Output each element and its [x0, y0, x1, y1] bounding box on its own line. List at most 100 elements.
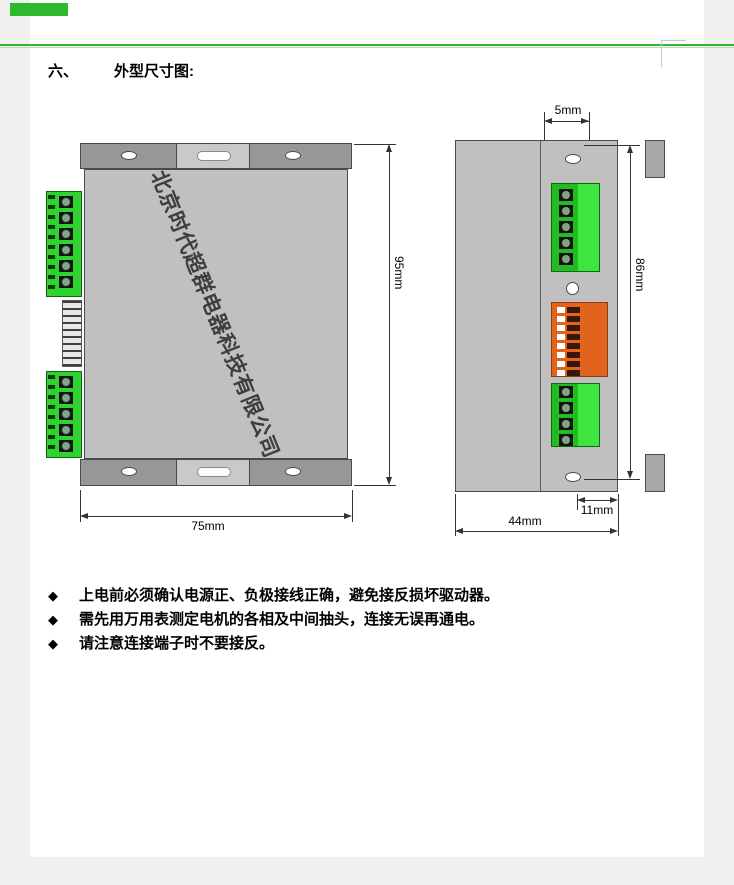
section-heading: 六、 外型尺寸图:: [48, 60, 194, 81]
side-top-screw-hole: [565, 154, 581, 164]
page-corner-mark: [661, 40, 686, 67]
dip-lever: [557, 307, 565, 313]
note-bullet: ◆: [48, 612, 58, 627]
section-number: 六、: [48, 63, 79, 80]
terminal-hole: [59, 376, 73, 388]
dip-switch-position: [557, 352, 607, 358]
terminal-hole: [59, 440, 73, 452]
front-top-left-screw-hole: [121, 151, 137, 160]
extension-line: [584, 479, 640, 480]
front-top-center-block: [176, 143, 250, 169]
dip-slot: [567, 370, 580, 376]
note-item: ◆ 需先用万用表测定电机的各相及中间抽头，连接无误再通电。: [48, 611, 684, 629]
dip-switch-position: [557, 334, 607, 340]
dip-switch-position: [557, 370, 607, 376]
front-top-mounting-slot: [197, 151, 231, 161]
front-bottom-left-screw-hole: [121, 467, 137, 476]
dip-slot: [567, 325, 580, 331]
dim-label-95mm: 95mm: [392, 256, 406, 290]
terminal-hole: [559, 189, 573, 201]
dim-line-95mm: [389, 147, 390, 483]
mounting-tab-top: [645, 140, 665, 178]
terminal-hole: [559, 253, 573, 265]
dip-lever: [557, 343, 565, 349]
terminal-hole: [559, 386, 573, 398]
extension-line: [80, 490, 81, 522]
front-bottom-mounting-slot: [197, 467, 231, 477]
warning-notes: ◆ 上电前必须确认电源正、负极接线正确，避免接反损坏驱动器。 ◆ 需先用万用表测…: [48, 587, 684, 659]
wire-entry-slots: [48, 195, 55, 293]
extension-line: [455, 494, 456, 536]
dip-switch-position: [557, 361, 607, 367]
dip-switch-position: [557, 325, 607, 331]
front-body: 北京时代超群电器科技有限公司: [84, 167, 348, 462]
header-rule: [0, 44, 734, 46]
terminal-block-front-bottom: [46, 371, 82, 458]
dip-lever: [557, 316, 565, 322]
dip-switch-block: [551, 302, 608, 377]
terminal-hole: [559, 418, 573, 430]
terminal-hole: [559, 205, 573, 217]
dip-slot: [567, 343, 580, 349]
header-rule-shadow: [0, 47, 734, 48]
extension-line: [618, 494, 619, 536]
dim-label-5mm: 5mm: [554, 103, 582, 117]
terminal-hole: [59, 244, 73, 256]
dim-arrow: [581, 118, 589, 124]
note-item: ◆ 上电前必须确认电源正、负极接线正确，避免接反损坏驱动器。: [48, 587, 684, 605]
dip-slot: [567, 334, 580, 340]
terminal-hole: [59, 408, 73, 420]
dim-arrow: [610, 497, 618, 503]
green-accent-bar: [10, 3, 68, 16]
dip-switch-position: [557, 316, 607, 322]
side-indicator-hole: [566, 282, 579, 295]
terminal-hole: [59, 260, 73, 272]
dim-line-44mm: [459, 531, 614, 532]
dim-label-86mm: 86mm: [633, 258, 647, 292]
side-face-divider: [540, 141, 541, 491]
mounting-tab-bottom: [645, 454, 665, 492]
dim-arrow: [80, 513, 88, 519]
dip-lever: [557, 334, 565, 340]
dim-label-75mm: 75mm: [191, 519, 225, 533]
dim-arrow: [577, 497, 585, 503]
note-bullet: ◆: [48, 636, 58, 651]
dim-arrow: [455, 528, 463, 534]
dip-lever: [557, 325, 565, 331]
extension-line: [584, 145, 640, 146]
extension-line: [354, 485, 396, 486]
dim-arrow: [627, 145, 633, 153]
dim-label-44mm: 44mm: [508, 514, 542, 528]
extension-line: [354, 144, 396, 145]
dim-arrow: [627, 471, 633, 479]
note-item: ◆ 请注意连接端子时不要接反。: [48, 635, 684, 653]
terminal-hole: [559, 434, 573, 446]
dip-slot: [567, 352, 580, 358]
extension-line: [544, 112, 545, 140]
dip-lever: [557, 361, 565, 367]
dip-slot: [567, 361, 580, 367]
dim-line-86mm: [630, 147, 631, 477]
note-text: 请注意连接端子时不要接反。: [79, 635, 275, 652]
dip-lever: [557, 370, 565, 376]
dim-arrow: [386, 144, 392, 152]
terminal-hole: [59, 424, 73, 436]
dim-line-11mm: [581, 500, 614, 501]
terminal-hole: [59, 212, 73, 224]
terminal-hole: [559, 402, 573, 414]
terminal-hole: [559, 221, 573, 233]
terminal-hole: [59, 392, 73, 404]
note-bullet: ◆: [48, 588, 58, 603]
terminal-hole: [59, 196, 73, 208]
dim-arrow: [386, 477, 392, 485]
dim-line-75mm: [84, 516, 348, 517]
dip-switch-position: [557, 307, 607, 313]
dip-slot: [567, 316, 580, 322]
note-text: 上电前必须确认电源正、负极接线正确，避免接反损坏驱动器。: [79, 587, 500, 604]
front-top-right-screw-hole: [285, 151, 301, 160]
terminal-hole: [59, 276, 73, 288]
note-text: 需先用万用表测定电机的各相及中间抽头，连接无误再通电。: [79, 611, 485, 628]
section-title: 外型尺寸图:: [114, 63, 195, 80]
side-bottom-screw-hole: [565, 472, 581, 482]
